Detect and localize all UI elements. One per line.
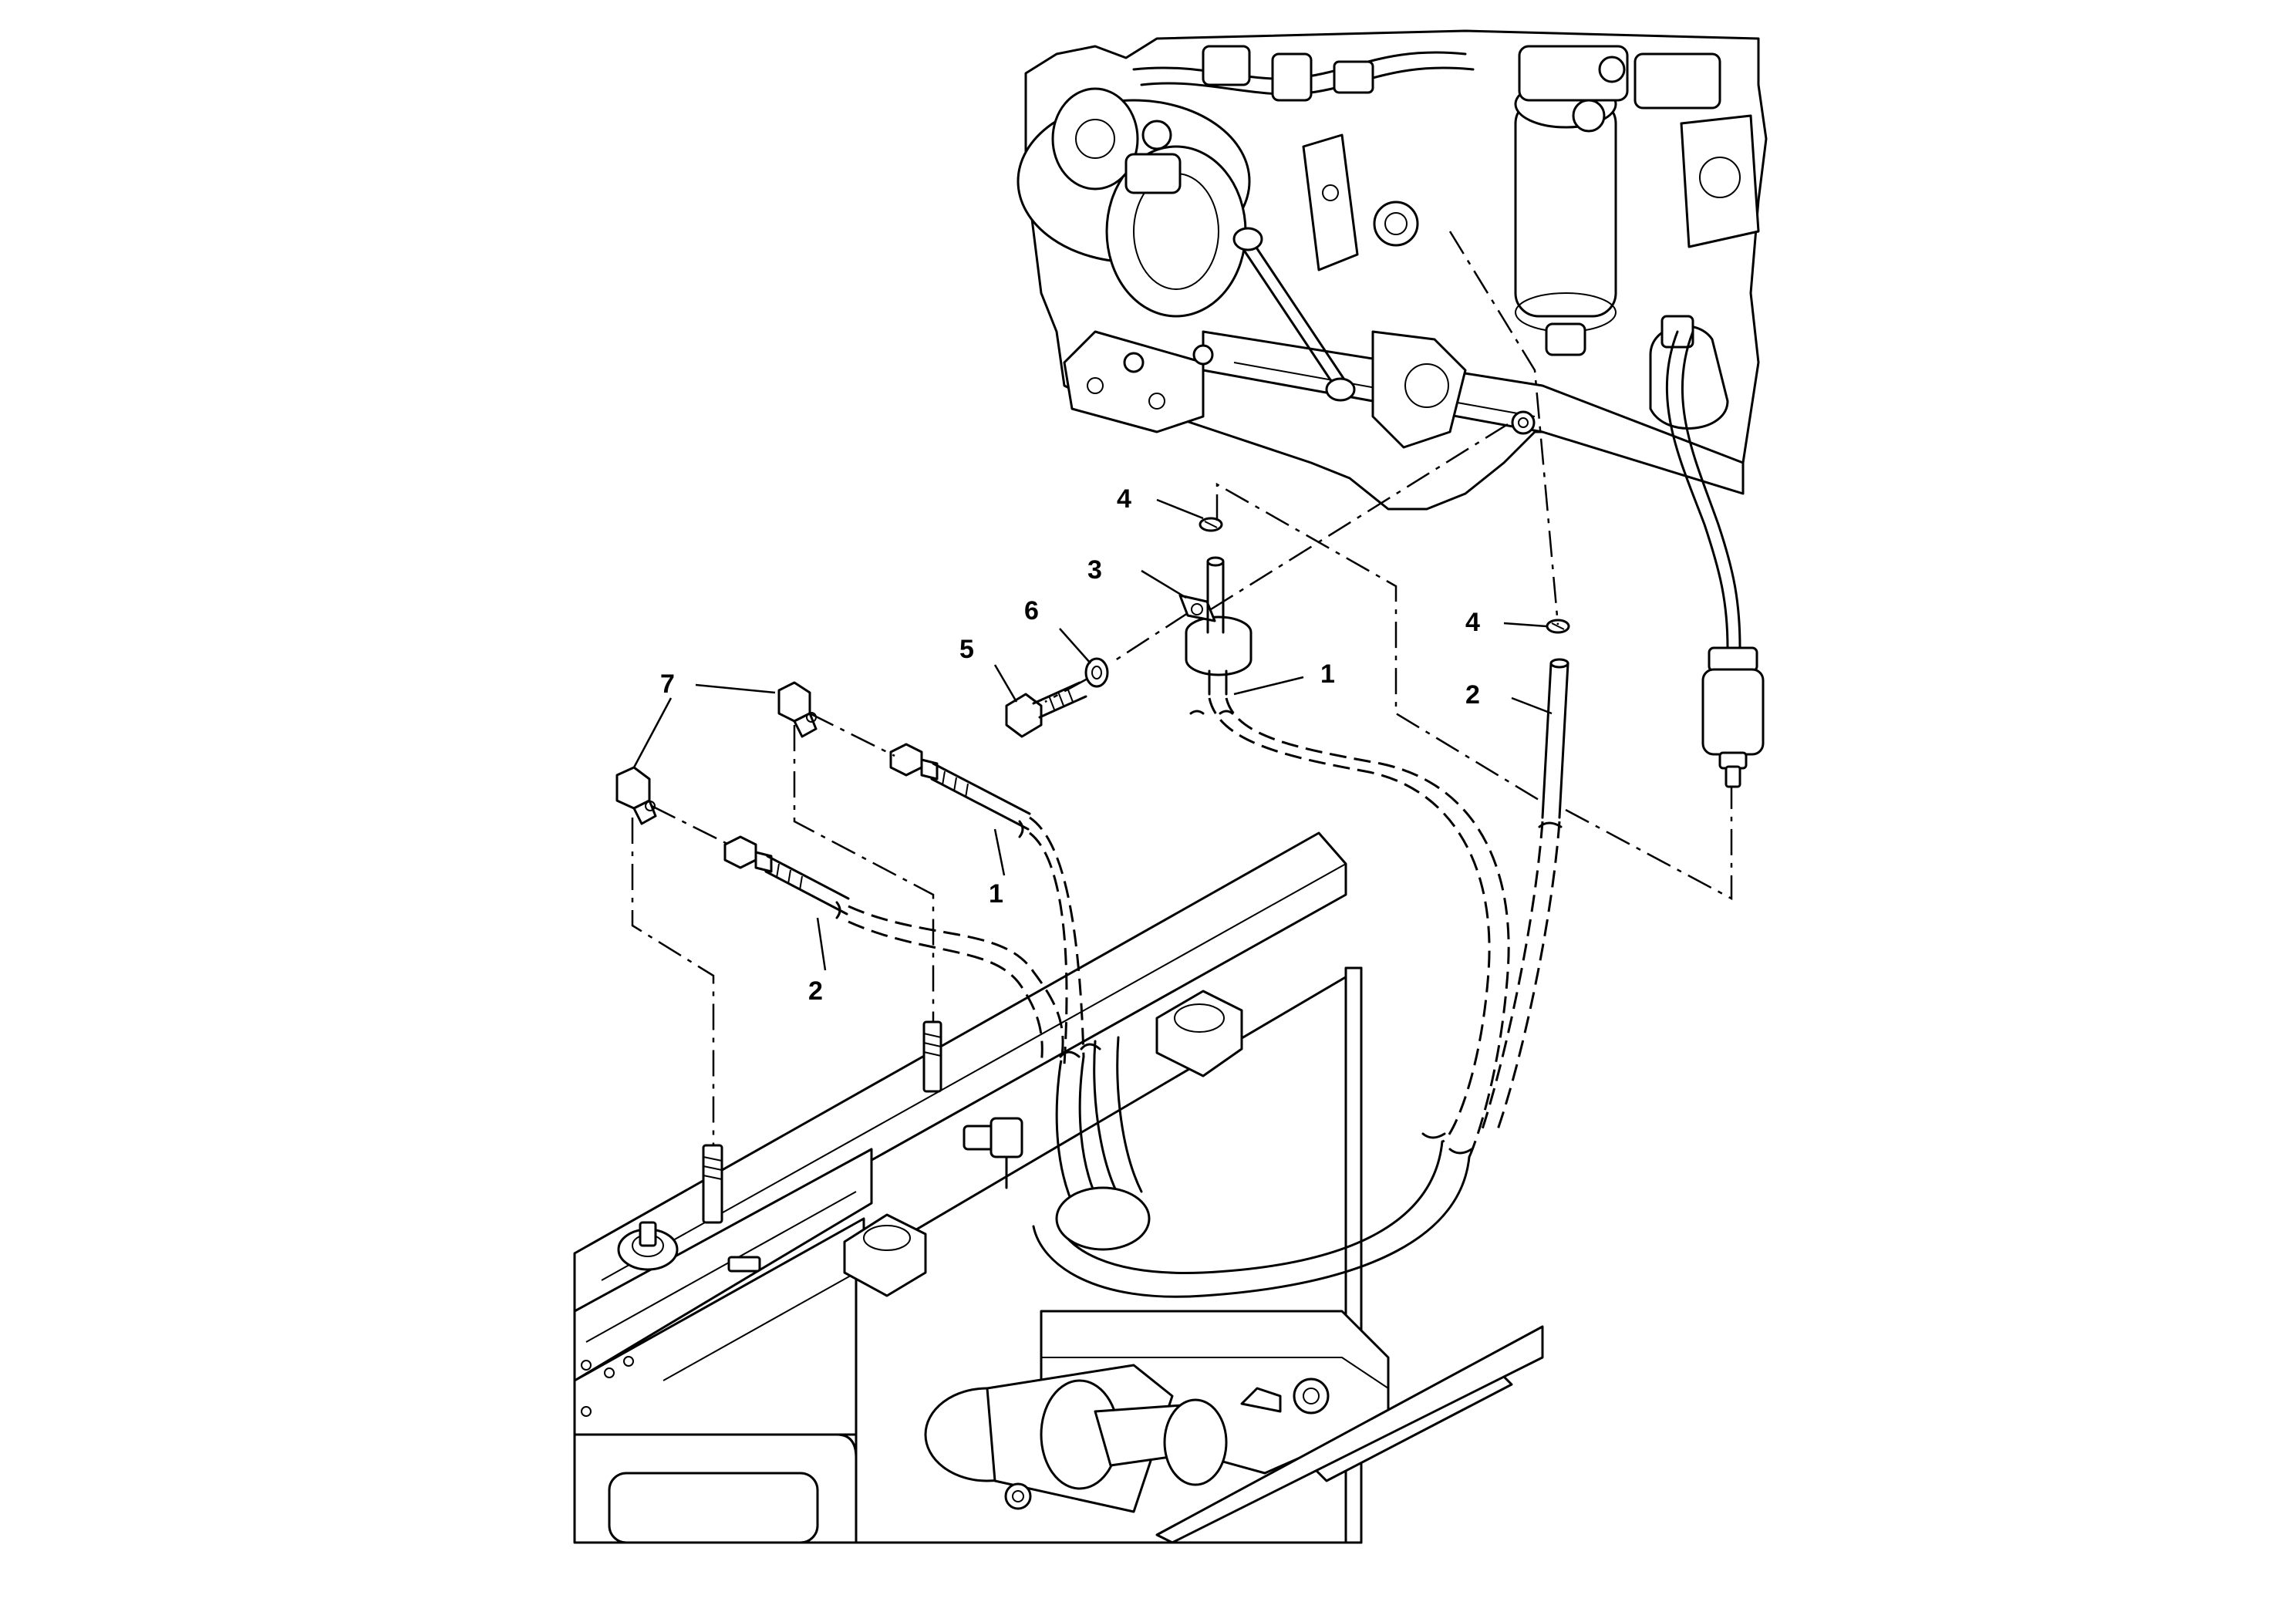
bolt-part-5 <box>1005 681 1087 738</box>
assembly-centerlines <box>631 231 1733 1145</box>
callout-6: 6 <box>1024 596 1039 626</box>
frame-assembly <box>573 831 1544 1544</box>
hose-clamp-part-4-right <box>1546 619 1570 634</box>
washer-part-6 <box>1084 657 1109 688</box>
callout-5: 5 <box>959 635 974 664</box>
hose-routing <box>835 697 1563 1158</box>
clamp-part-3 <box>1178 594 1253 676</box>
elbow-fitting-part-7-lower <box>615 766 657 825</box>
hose-clamp-part-4-left <box>1199 517 1223 532</box>
callout-2-right: 2 <box>1465 680 1480 710</box>
hose-end-fitting-1 <box>889 743 1031 831</box>
stud-lower <box>702 1144 723 1224</box>
callout-labels: 4 3 6 5 1 4 2 7 1 2 <box>660 484 1480 1006</box>
callout-3: 3 <box>1087 555 1102 585</box>
callout-4-left: 4 <box>1117 484 1131 514</box>
hose-1-stub <box>1206 556 1228 696</box>
callout-7: 7 <box>660 669 675 699</box>
leader-lines <box>632 498 1553 971</box>
engine-block <box>1017 29 1768 511</box>
hose-end-fitting-2 <box>723 835 850 916</box>
elbow-fitting-part-7-upper <box>777 681 818 738</box>
callout-4-right: 4 <box>1465 608 1480 637</box>
stud-upper <box>922 1020 942 1093</box>
callout-1-lower: 1 <box>989 879 1003 909</box>
hose-2-stub <box>1541 658 1569 819</box>
fuel-line-to-filter <box>1665 330 1765 788</box>
callout-2-lower: 2 <box>808 976 823 1006</box>
callout-1-upper: 1 <box>1320 659 1335 689</box>
